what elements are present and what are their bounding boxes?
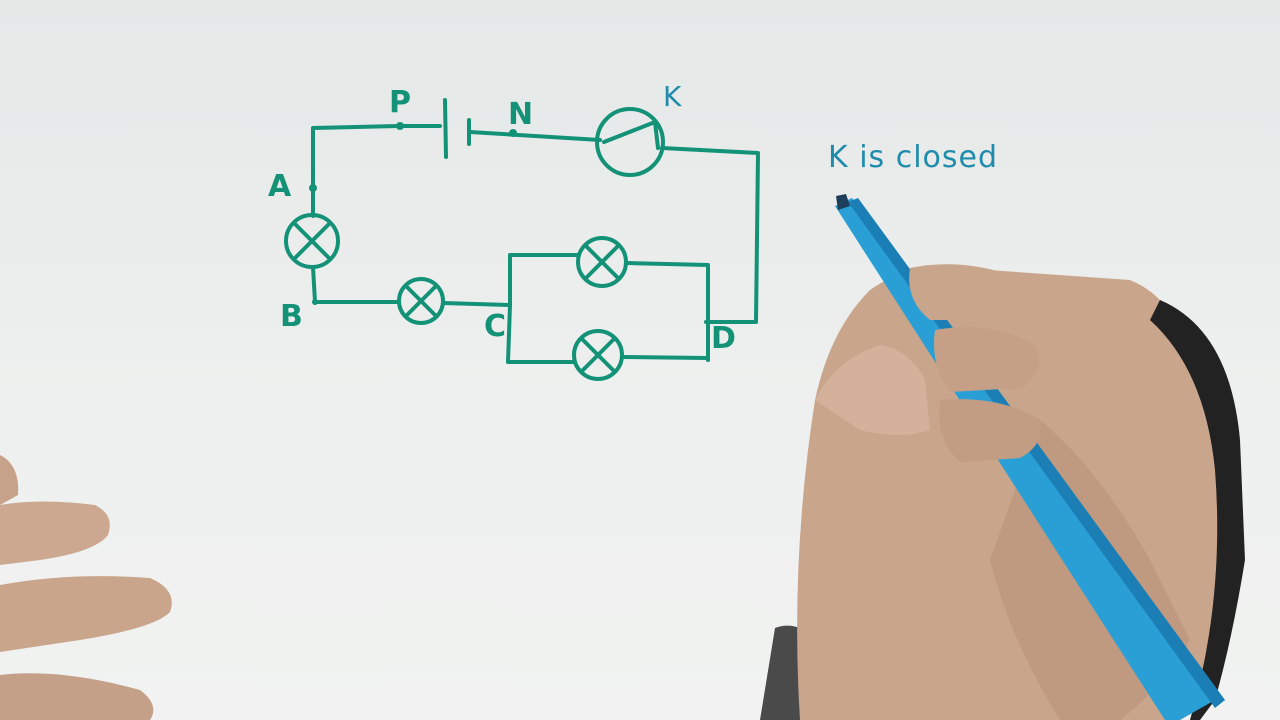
wire-upper-to-d (625, 261, 710, 362)
lamp-icon (576, 236, 628, 288)
switch-circle (595, 107, 665, 177)
wire-lower-to-d (620, 355, 709, 360)
node-p (396, 122, 404, 130)
lamp-icon (572, 329, 624, 381)
node-a (309, 184, 317, 192)
lamp-icon (284, 213, 340, 269)
node-n (509, 129, 517, 137)
pen-icon (835, 194, 1225, 720)
left-hand (0, 455, 172, 720)
lamp-lower-circle (572, 329, 624, 381)
label-k: K (663, 80, 682, 113)
label-d: D (711, 321, 736, 356)
battery-icon (443, 98, 471, 159)
label-c: C (484, 309, 506, 344)
node-b (312, 299, 318, 305)
wire-battery-to-switch (468, 130, 602, 142)
label-p: P (389, 85, 411, 120)
wire-lamp2-to-c (441, 301, 512, 307)
label-n: N (508, 97, 533, 132)
switch-icon (595, 107, 665, 177)
wire-right-side (660, 146, 760, 324)
wire-top-left (311, 124, 442, 190)
wire-b-to-lamp2 (311, 265, 400, 304)
label-a: A (268, 169, 292, 204)
right-hand-fingers (909, 264, 1041, 462)
lamp-icon (397, 277, 445, 325)
circuit-diagram: A B C D P N K (268, 80, 760, 381)
label-b: B (280, 299, 303, 334)
note-switch-state: K is closed (828, 140, 998, 175)
wire-c-upper (508, 253, 579, 307)
wire-c-lower (506, 303, 575, 364)
battery-long-plate (443, 98, 448, 159)
switch-lever (602, 120, 660, 150)
